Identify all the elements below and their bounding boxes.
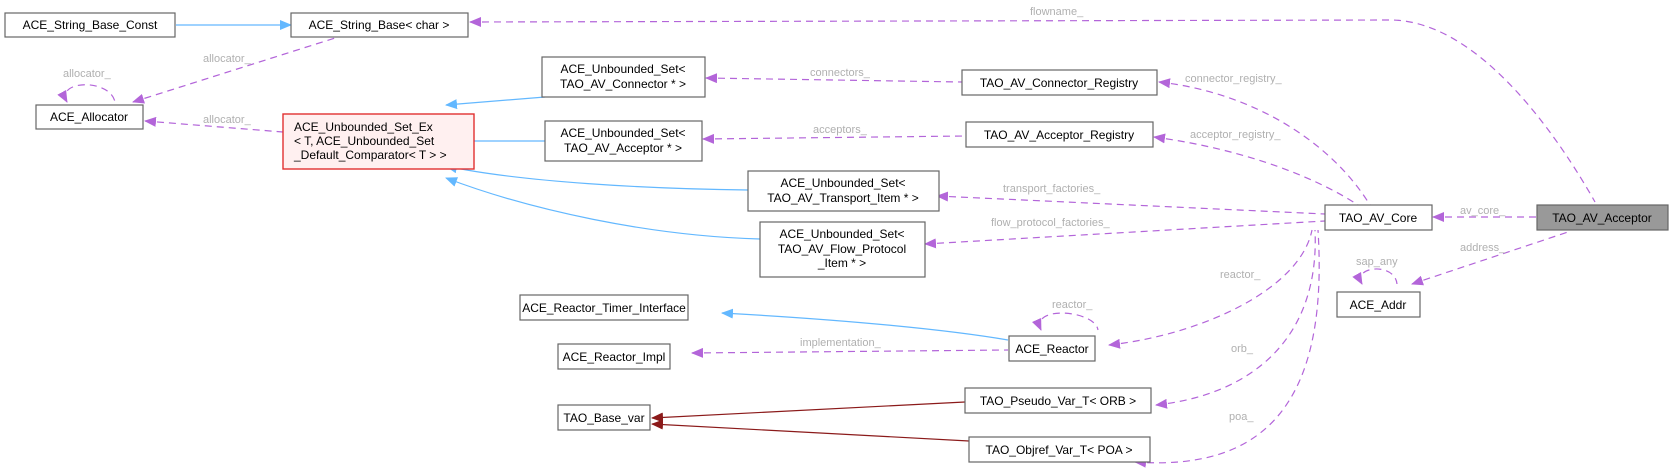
node-label: ACE_String_Base_Const (23, 18, 158, 32)
label-acceptors: acceptors_ (813, 124, 868, 136)
label-connectors: connectors_ (810, 67, 871, 79)
node-label: ACE_Addr (1350, 298, 1407, 312)
edge-template-objref-var (651, 419, 970, 442)
node-tao-av-core[interactable]: TAO_AV_Core (1324, 204, 1433, 231)
node-label: ACE_Reactor_Timer_Interface (522, 301, 686, 315)
edge-inherit-set-flow (445, 177, 761, 240)
edge-sap-any (1352, 268, 1398, 285)
edge-acceptor-registry (1153, 133, 1359, 206)
edge-implementation (691, 347, 1009, 358)
node-ace-allocator[interactable]: ACE_Allocator (35, 104, 144, 130)
label-reactor: reactor_ (1220, 269, 1261, 281)
node-label: TAO_AV_Transport_Item * > (767, 191, 919, 205)
node-label: ACE_Reactor_Impl (563, 350, 666, 364)
node-label: ACE_Unbounded_Set_Ex (294, 120, 433, 134)
edge-poa (1134, 229, 1320, 468)
label-allocator-self: allocator_ (63, 68, 112, 80)
label-allocator-set: allocator_ (203, 114, 252, 126)
node-label: ACE_Unbounded_Set< (779, 227, 904, 241)
edge-transport-factories (936, 191, 1326, 215)
node-set-transport[interactable]: ACE_Unbounded_Set< TAO_AV_Transport_Item… (747, 170, 940, 212)
node-reactor-impl[interactable]: ACE_Reactor_Impl (557, 343, 671, 370)
edge-reactor (1108, 229, 1313, 349)
node-label: TAO_AV_Core (1339, 211, 1418, 225)
edge-template-pseudo-var (651, 401, 966, 423)
node-label: TAO_AV_Acceptor * > (564, 141, 682, 155)
edge-allocator-self (57, 84, 116, 103)
node-label: TAO_Base_var (563, 411, 644, 425)
node-ace-string-base-const[interactable]: ACE_String_Base_Const (4, 12, 176, 38)
edge-address (1411, 231, 1569, 286)
label-acceptor-registry: acceptor_registry_ (1190, 129, 1281, 141)
node-connector-registry[interactable]: TAO_AV_Connector_Registry (961, 69, 1158, 96)
node-label: TAO_AV_Connector_Registry (980, 76, 1138, 90)
node-pseudo-var-orb[interactable]: TAO_Pseudo_Var_T< ORB > (964, 387, 1152, 414)
label-poa: poa_ (1229, 411, 1254, 423)
label-allocator-string: allocator_ (203, 53, 252, 65)
label-transport-factories: transport_factories_ (1003, 183, 1101, 195)
node-ace-string-base-char[interactable]: ACE_String_Base< char > (290, 12, 469, 38)
node-label: TAO_Pseudo_Var_T< ORB > (980, 394, 1136, 408)
node-set-flow-protocol[interactable]: ACE_Unbounded_Set< TAO_AV_Flow_Protocol … (759, 221, 926, 278)
edge-inherit-set-connector (445, 96, 546, 110)
node-label: ACE_Reactor (1015, 342, 1088, 356)
edge-allocator-string (132, 37, 336, 104)
node-label: TAO_AV_Flow_Protocol (778, 242, 906, 256)
node-ace-reactor[interactable]: ACE_Reactor (1008, 335, 1096, 362)
label-orb: orb_ (1231, 343, 1254, 355)
node-tao-base-var[interactable]: TAO_Base_var (557, 404, 651, 431)
label-connector-registry: connector_registry_ (1185, 73, 1282, 85)
node-acceptor-registry[interactable]: TAO_AV_Acceptor_Registry (965, 121, 1154, 148)
label-flow-protocol-factories: flow_protocol_factories_ (991, 217, 1111, 229)
label-address: address_ (1460, 242, 1506, 254)
node-label: ACE_Unbounded_Set< (560, 62, 685, 76)
node-set-connector[interactable]: ACE_Unbounded_Set< TAO_AV_Connector * > (541, 56, 706, 98)
node-label: TAO_AV_Acceptor_Registry (984, 128, 1134, 142)
node-reactor-timer-interface[interactable]: ACE_Reactor_Timer_Interface (519, 294, 689, 321)
node-label: _Default_Comparator< T > > (293, 148, 447, 162)
node-label: ACE_Unbounded_Set< (780, 176, 905, 190)
node-set-acceptor[interactable]: ACE_Unbounded_Set< TAO_AV_Acceptor * > (544, 120, 703, 162)
node-ace-addr[interactable]: ACE_Addr (1336, 291, 1421, 318)
node-objref-var-poa[interactable]: TAO_Objref_Var_T< POA > (968, 436, 1151, 463)
node-label: ACE_Allocator (50, 110, 128, 124)
node-label: TAO_AV_Connector * > (560, 77, 686, 91)
edge-flowname (469, 16, 1596, 203)
edge-connectors (705, 73, 963, 84)
node-tao-av-acceptor[interactable]: TAO_AV_Acceptor (1536, 204, 1669, 231)
edge-inherit-reactor-timer (721, 308, 1009, 341)
node-label: < T, ACE_Unbounded_Set (294, 134, 435, 148)
label-flowname: flowname_ (1030, 6, 1084, 18)
label-implementation: implementation_ (800, 337, 882, 349)
label-sap-any: sap_any (1356, 256, 1398, 268)
node-label: ACE_String_Base< char > (309, 18, 450, 32)
edge-reactor-self (1032, 312, 1099, 331)
edge-orb (1155, 229, 1316, 409)
edge-connector-registry (1158, 78, 1371, 206)
node-label: TAO_Objref_Var_T< POA > (986, 443, 1133, 457)
node-label: _Item * > (817, 256, 866, 270)
edge-inherit-set-transport (445, 163, 749, 191)
node-label: ACE_Unbounded_Set< (560, 126, 685, 140)
label-av-core: av_core_ (1460, 205, 1506, 217)
node-ace-unbounded-set-ex[interactable]: ACE_Unbounded_Set_Ex < T, ACE_Unbounded_… (282, 113, 475, 170)
node-label: TAO_AV_Acceptor (1552, 211, 1652, 225)
edge-acceptors (702, 133, 967, 144)
label-reactor-self: reactor_ (1052, 299, 1093, 311)
edge-flow-protocol-factories (924, 220, 1326, 249)
